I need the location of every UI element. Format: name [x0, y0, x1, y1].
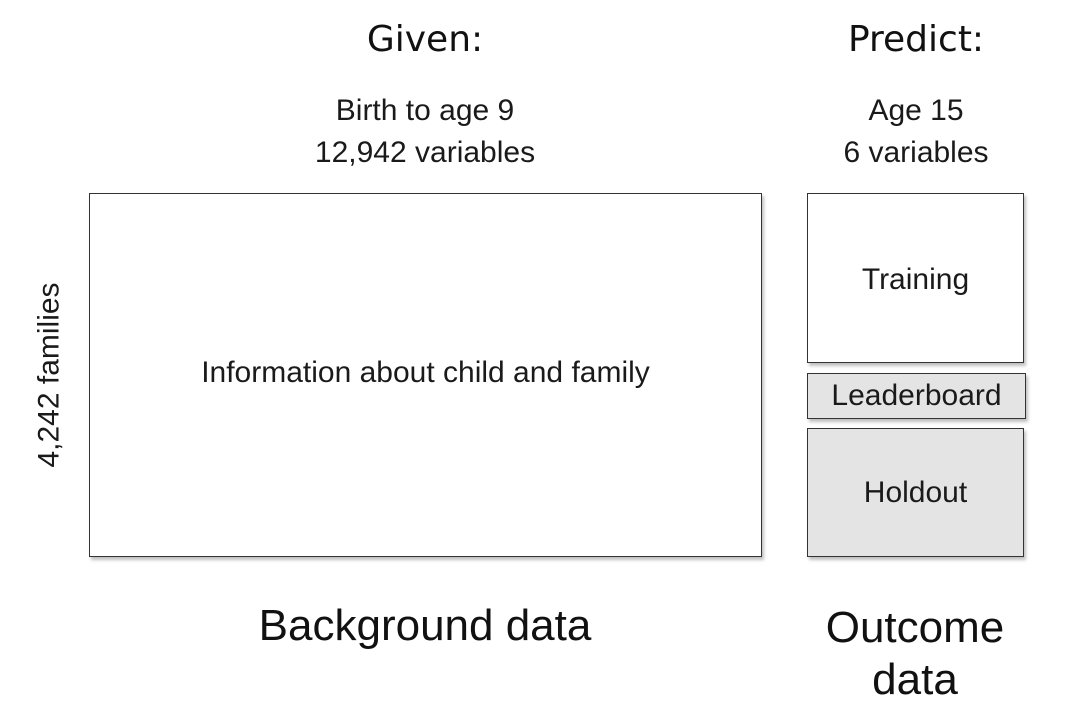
background-data-box: Information about child and family	[89, 193, 762, 557]
predict-period: Age 15	[868, 94, 964, 127]
training-box-label: Training	[861, 263, 970, 296]
holdout-box: Holdout	[807, 428, 1024, 557]
outcome-data-label-line1: Outcome	[825, 603, 1005, 652]
outcome-data-label-line2: data	[872, 655, 958, 704]
predict-heading: Predict:	[847, 19, 985, 60]
outcome-data-label: Outcome data	[790, 602, 1040, 706]
background-data-box-label: Information about child and family	[201, 356, 650, 389]
leaderboard-box-label: Leaderboard	[831, 379, 1002, 412]
background-data-label: Background data	[258, 601, 592, 650]
leaderboard-box: Leaderboard	[807, 373, 1026, 419]
given-subheading: Birth to age 9 12,942 variables	[230, 90, 620, 174]
rows-label: 4,242 families	[32, 282, 66, 468]
given-heading: Given:	[366, 19, 484, 60]
predict-subheading: Age 15 6 variables	[806, 90, 1026, 174]
holdout-box-label: Holdout	[863, 475, 968, 509]
training-box: Training	[807, 193, 1024, 363]
predict-variable-count: 6 variables	[843, 136, 989, 169]
given-period: Birth to age 9	[335, 94, 515, 127]
given-variable-count: 12,942 variables	[314, 136, 536, 169]
